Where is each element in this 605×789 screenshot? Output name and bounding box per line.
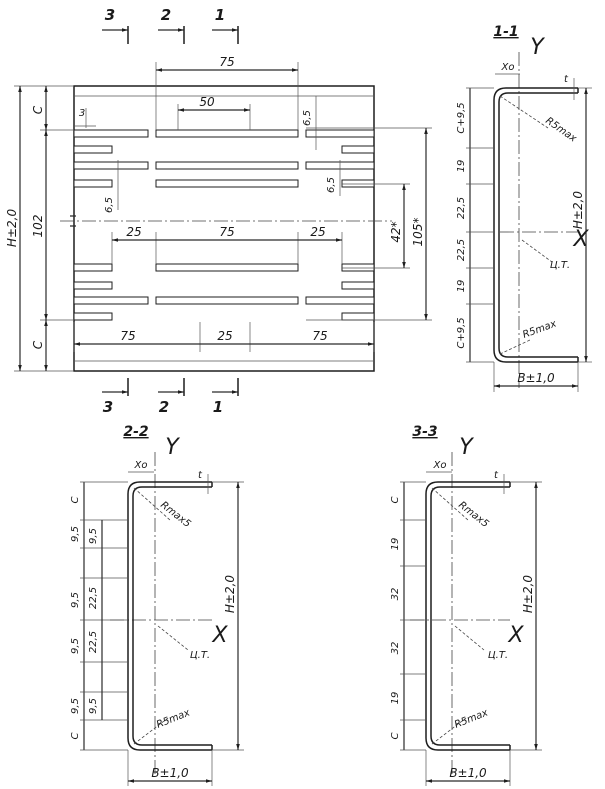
axis-y-label: Y (165, 435, 180, 460)
axis-y-label: Y (459, 435, 474, 460)
left-dim-6: C (390, 732, 401, 739)
cg-label: Ц.Т. (550, 260, 570, 271)
dim-25-right: 25 (310, 225, 325, 239)
channel-profile (493, 87, 578, 363)
radius-top: R5max (543, 115, 578, 144)
left-dim-3: 32 (390, 588, 401, 601)
dim-6-5-right: 6,5 (302, 110, 313, 126)
axis-y-label: Y (530, 35, 545, 60)
outer-dim-5: 9,5 (70, 698, 81, 714)
radius-top: Rmax5 (456, 500, 490, 530)
plan-view: 75 50 3 6,5 6,5 6,5 25 75 25 42* (5, 6, 432, 416)
dim-75-bottom-right: 75 (312, 329, 327, 343)
t-label: t (564, 74, 569, 85)
cut-label-1-top: 1 (215, 6, 225, 24)
dim-102: 102 (31, 215, 45, 238)
section-3-3: 3-3 Y Xo X t Rmax5 R5max Ц.Т. H±2,0 B±1,… (390, 424, 542, 786)
outer-dim-4: 9,5 (70, 638, 81, 654)
left-dim-5: 19 (456, 280, 467, 293)
cut-label-2-bottom: 2 (159, 398, 169, 416)
axis-x-label: X (507, 623, 524, 648)
dim-C-top: C (31, 105, 45, 114)
height-dim: H±2,0 (521, 575, 535, 614)
left-dim-6: C+9,5 (456, 317, 467, 348)
cg-label: Ц.Т. (190, 650, 210, 661)
dim-50: 50 (199, 95, 215, 109)
section-1-1: 1-1 Y Xo X t R5max R5max Ц.Т. H±2,0 B±1,… (456, 24, 592, 392)
xo-label: Xo (134, 460, 148, 471)
left-dim-4: 32 (390, 642, 401, 655)
inner-dim-2: 22,5 (88, 587, 99, 609)
channel-profile (127, 481, 212, 751)
cut-marks-bottom: 3 2 1 (102, 378, 239, 416)
inner-dim-1: 9,5 (88, 528, 99, 544)
width-dim: B±1,0 (449, 766, 487, 780)
cut-label-3-top: 3 (105, 6, 115, 24)
xo-label: Xo (501, 62, 515, 73)
width-dim: B±1,0 (517, 371, 555, 385)
outer-dim-6: C (70, 732, 81, 739)
inner-dim-3: 22,5 (88, 631, 99, 653)
cut-label-1-bottom: 1 (213, 398, 223, 416)
radius-top: Rmax5 (158, 500, 192, 530)
section-3-3-title: 3-3 (412, 424, 437, 440)
outer-dim-1: C (70, 496, 81, 503)
section-1-1-title: 1-1 (493, 24, 518, 40)
outer-dim-2: 9,5 (70, 526, 81, 542)
cut-marks-top: 3 2 1 (102, 6, 239, 44)
plan-outline (73, 85, 375, 372)
axis-x-label: X (572, 227, 589, 252)
xo-label: Xo (433, 460, 447, 471)
dim-105: 105* (411, 218, 425, 247)
left-dim-2: 19 (456, 160, 467, 173)
dim-6-5-mid: 6,5 (326, 177, 337, 193)
left-dim-5: 19 (390, 692, 401, 705)
radius-bottom: R5max (521, 318, 558, 340)
axis-x-label: X (211, 623, 228, 648)
left-dim-1: C+9,5 (456, 102, 467, 133)
height-dim: H±2,0 (223, 575, 237, 614)
cut-label-2-top: 2 (161, 6, 171, 24)
inner-dim-4: 9,5 (88, 698, 99, 714)
height-dim: H±2,0 (571, 191, 585, 230)
dim-42: 42* (389, 221, 403, 242)
channel-profile (425, 481, 510, 751)
t-label: t (198, 470, 203, 481)
dim-3: 3 (79, 108, 85, 119)
left-dim-2: 19 (390, 538, 401, 551)
dim-75-mid: 75 (219, 225, 234, 239)
dim-75-top: 75 (219, 55, 234, 69)
t-label: t (494, 470, 499, 481)
left-dim-3: 22,5 (456, 197, 467, 219)
dim-C-bottom: C (31, 340, 45, 349)
radius-bottom: R5max (453, 707, 490, 730)
left-dim-4: 22,5 (456, 239, 467, 261)
left-dim-1: C (390, 496, 401, 503)
section-2-2-title: 2-2 (123, 424, 148, 440)
dim-25-left: 25 (126, 225, 141, 239)
outer-dim-3: 9,5 (70, 592, 81, 608)
dim-75-bottom-left: 75 (120, 329, 135, 343)
dim-6-5-left: 6,5 (104, 197, 115, 213)
dim-H: H±2,0 (5, 209, 19, 248)
perforation-slots (73, 129, 375, 321)
width-dim: B±1,0 (151, 766, 189, 780)
cut-label-3-bottom: 3 (103, 398, 113, 416)
radius-bottom: R5max (155, 707, 192, 730)
cg-label: Ц.Т. (488, 650, 508, 661)
section-2-2: 2-2 Y Xo X t Rmax5 R5max Ц.Т. H±2,0 B±1,… (70, 424, 244, 786)
dim-25-bottom: 25 (217, 329, 232, 343)
